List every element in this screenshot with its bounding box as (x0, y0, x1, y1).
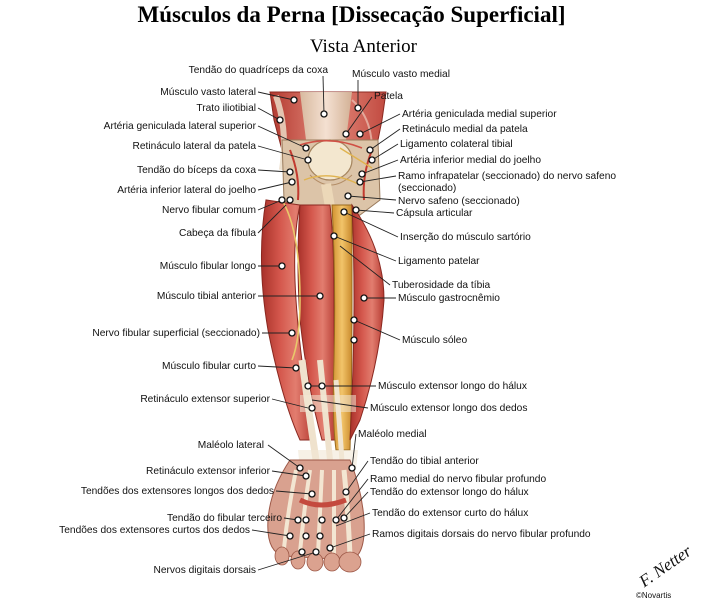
label-med-deep-fibular-branch: Ramo medial do nervo fibular profundo (370, 474, 546, 485)
label-inf-med-genicular-artery: Artéria inferior medial do joelho (400, 155, 541, 166)
label-vastus-medialis: Músculo vasto medial (352, 69, 450, 80)
netter-signature: F. Netter (635, 541, 696, 591)
label-med-patellar-retinaculum: Retináculo medial da patela (402, 124, 528, 135)
label-superficial-fibular-nerve: Nervo fibular superficial (seccionado) (92, 328, 260, 339)
label-infrapatellar-saphenous: Ramo infrapatelar (seccionado) do nervo … (398, 171, 616, 182)
label-ext-digitorum-longus-tendons: Tendões dos extensores longos dos dedos (81, 486, 274, 497)
label-lat-patellar-retinaculum: Retináculo lateral da patela (133, 141, 257, 152)
copyright-text: ©Novartis (636, 591, 671, 600)
plate-title: Músculos da Perna [Dissecação Superficia… (137, 2, 566, 27)
leader-lines (251, 75, 401, 571)
label-gastrocnemius: Músculo gastrocnêmio (398, 293, 500, 304)
label-quadriceps-tendon: Tendão do quadríceps da coxa (189, 65, 329, 76)
left-labels: Tendão do quadríceps da coxa Músculo vas… (59, 65, 328, 576)
label-common-fibular-nerve: Nervo fibular comum (162, 205, 256, 216)
label-biceps-femoris-tendon: Tendão do bíceps da coxa (137, 165, 256, 176)
right-labels: Músculo vasto medial Patela Artéria geni… (352, 69, 616, 540)
label-dorsal-digital-deep-fibular: Ramos digitais dorsais do nervo fibular … (372, 529, 591, 540)
label-infrapatellar-sectioned: (seccionado) (398, 183, 456, 194)
signature-text: F. Netter (635, 541, 696, 591)
label-lateral-malleolus: Maléolo lateral (198, 440, 264, 451)
label-sup-med-genicular-artery: Artéria geniculada medial superior (402, 109, 557, 120)
label-pins (276, 96, 376, 556)
label-sup-lat-genicular-artery: Artéria geniculada lateral superior (104, 121, 257, 132)
label-patella: Patela (374, 91, 403, 102)
label-inf-extensor-retinaculum: Retináculo extensor inferior (146, 466, 271, 477)
label-saphenous-nerve: Nervo safeno (seccionado) (398, 196, 520, 207)
label-ext-hallucis-brevis-tendon: Tendão do extensor curto do hálux (372, 508, 528, 519)
label-fibular-head: Cabeça da fíbula (179, 228, 256, 239)
label-medial-malleolus: Maléolo medial (358, 429, 427, 440)
label-soleus: Músculo sóleo (402, 335, 467, 346)
label-ext-hallucis-longus-tendon: Tendão do extensor longo do hálux (370, 487, 529, 498)
label-iliotibial-tract: Trato iliotibial (196, 103, 256, 114)
label-tibialis-anterior: Músculo tibial anterior (157, 291, 257, 302)
label-ext-hallucis-longus: Músculo extensor longo do hálux (378, 381, 527, 392)
label-joint-capsule: Cápsula articular (396, 208, 473, 219)
label-fibularis-tertius-tendon: Tendão do fibular terceiro (167, 513, 282, 524)
plate-subtitle: Vista Anterior (309, 36, 418, 57)
label-tibial-tuberosity: Tuberosidade da tíbia (392, 280, 491, 291)
label-sartorius-insertion: Inserção do músculo sartório (400, 232, 531, 243)
label-fibularis-brevis: Músculo fibular curto (162, 361, 256, 372)
label-sup-extensor-retinaculum: Retináculo extensor superior (140, 394, 270, 405)
label-fibularis-longus: Músculo fibular longo (160, 261, 257, 272)
label-tibialis-anterior-tendon: Tendão do tibial anterior (370, 456, 479, 467)
label-inf-lat-genicular-artery: Artéria inferior lateral do joelho (117, 185, 256, 196)
label-dorsal-digital-nerves: Nervos digitais dorsais (154, 565, 256, 576)
label-ext-digitorum-longus: Músculo extensor longo dos dedos (370, 403, 527, 414)
label-patellar-ligament: Ligamento patelar (398, 256, 480, 267)
label-vastus-lateralis: Músculo vasto lateral (160, 87, 256, 98)
label-ext-digitorum-brevis-tendons: Tendões dos extensores curtos dos dedos (59, 525, 250, 536)
label-tibial-collateral-ligament: Ligamento colateral tibial (400, 139, 513, 150)
